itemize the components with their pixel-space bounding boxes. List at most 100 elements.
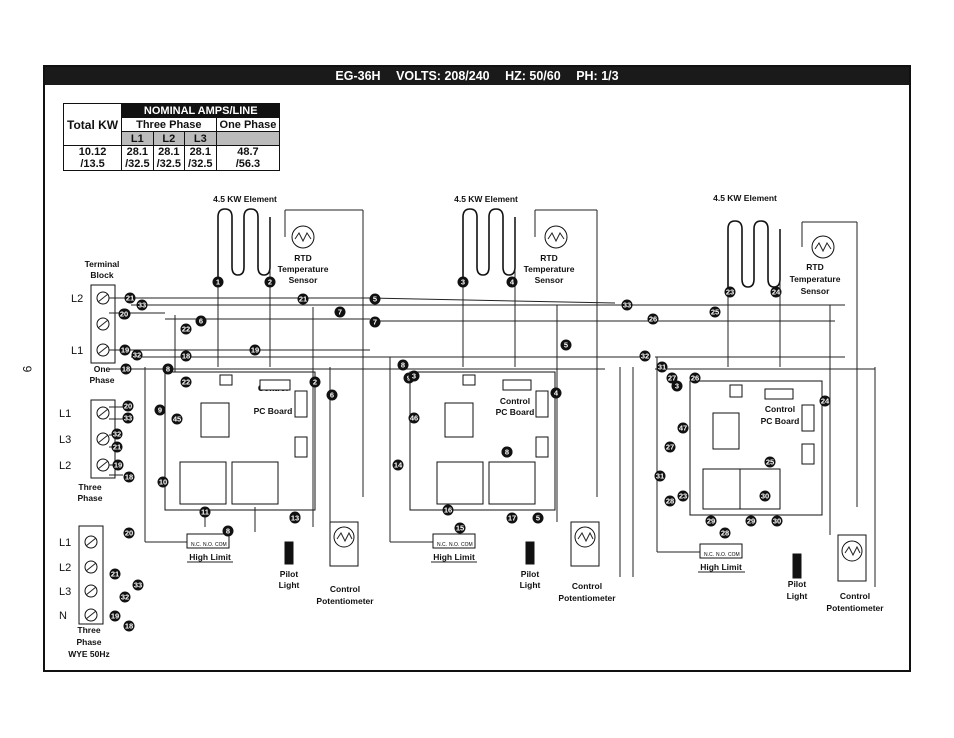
wire-number-text: 20 [120,310,128,319]
svg-text:RTD: RTD [294,253,311,263]
wire-number-text: 3 [675,382,679,391]
svg-text:Pilot: Pilot [788,579,807,589]
wire-number-badge [719,527,731,539]
svg-text:Three: Three [78,482,101,492]
wire-number-text: 21 [113,443,121,452]
wire-number-badge [326,389,338,401]
wire-number-badge [664,495,676,507]
page-number: 6 [20,365,35,373]
wire-number-text: 11 [201,508,209,517]
wire-number-text: 19 [251,346,259,355]
ph-title: PH: 1/3 [576,69,619,83]
svg-text:Terminal: Terminal [85,259,120,269]
terminal-block-three-phase: L1 L3 L2 Three Phase [59,399,116,503]
svg-text:Temperature: Temperature [790,274,841,284]
svg-text:High Limit: High Limit [700,562,742,572]
wire-number-text: 7 [373,318,377,327]
svg-text:N.O.: N.O. [203,542,213,548]
wire-number-text: 3 [461,278,465,287]
svg-text:Potentiometer: Potentiometer [316,596,374,606]
wire-number-badge [119,344,131,356]
svg-text:L3: L3 [59,434,71,446]
wire-number-badge [689,372,701,384]
wire-number-badge [532,512,544,524]
wire-number-text: 26 [649,315,657,324]
wire-number-text: 33 [124,414,132,423]
svg-text:4.5 KW Element: 4.5 KW Element [713,193,777,203]
wire-number-text: 33 [138,301,146,310]
wire-number-text: 18 [122,365,130,374]
model-title: EG-36H [335,69,381,83]
wire-number-badge [180,376,192,388]
wire-number-badge [118,308,130,320]
three-l1-value: 28.1/32.5 [121,145,154,171]
wire-number-text: 5 [564,341,568,350]
svg-text:4.5 KW Element: 4.5 KW Element [213,194,277,204]
wire-number-badge [171,413,183,425]
wire-number-badge [112,459,124,471]
title-bar: EG-36H VOLTS: 208/240 HZ: 50/60 PH: 1/3 [45,67,909,85]
volts-title: VOLTS: 208/240 [396,69,490,83]
wire-number-text: 6 [330,391,334,400]
svg-text:Potentiometer: Potentiometer [826,603,884,613]
wire-number-badge [639,350,651,362]
wire-number-text: 18 [125,622,133,631]
svg-text:L3: L3 [59,586,71,598]
wire-number-badge [297,293,309,305]
svg-text:PC Board: PC Board [761,416,800,426]
wire-number-badge [671,380,683,392]
wire-number-text: 32 [121,593,129,602]
svg-text:Phase: Phase [89,375,114,385]
wire-number-text: 32 [133,351,141,360]
wire-number-text: 24 [821,397,830,406]
unit-2: 4.5 KW Element RTD Temperature Sensor Co… [389,194,634,603]
wire-number-text: 29 [747,517,755,526]
wire-number-badge [457,276,469,288]
svg-text:N.C.: N.C. [704,552,714,558]
svg-text:Temperature: Temperature [524,264,575,274]
wire-number-badge [122,412,134,424]
l3-header: L3 [184,131,217,146]
wire-number-text: 30 [761,492,769,501]
wire-number-badge [392,459,404,471]
svg-text:Control: Control [840,591,870,601]
unit-3: 4.5 KW Element RTD Temperature Sensor Co… [656,193,884,613]
svg-text:L1: L1 [59,537,71,549]
terminal-block-wye: L1 L2 L3 N Three Phase WYE 50Hz [59,525,110,659]
wire-number-badge [123,527,135,539]
three-l2-value: 28.1/32.5 [152,145,186,171]
wire-number-text: 4 [554,389,559,398]
wire-number-badge [771,515,783,527]
svg-text:PC Board: PC Board [254,406,293,416]
nominal-header: NOMINAL AMPS/LINE [121,103,281,118]
wire-number-text: 31 [658,363,666,372]
svg-text:Control: Control [765,404,795,414]
svg-text:RTD: RTD [540,253,557,263]
wire-number-badge [677,490,689,502]
wire-number-badge [195,315,207,327]
wire-number-text: 31 [656,472,664,481]
high-limit-terminals: N.C. N.O. COM N.C. N.O. COM N.C. N.O. CO… [191,542,740,558]
wire-number-badge [132,579,144,591]
wire-number-text: 26 [691,374,699,383]
svg-text:L2: L2 [59,562,71,574]
wire-number-text: 25 [711,308,719,317]
wire-number-badge [222,525,234,537]
svg-text:RTD: RTD [806,262,823,272]
wire-number-text: 20 [124,402,132,411]
wire-number-text: 19 [114,461,122,470]
wire-number-badge [501,446,513,458]
wire-number-badge [408,412,420,424]
wire-number-badge [560,339,572,351]
wire-number-text: 25 [766,458,774,467]
wire-number-badge [123,620,135,632]
wire-number-text: 19 [111,612,119,621]
svg-text:Potentiometer: Potentiometer [558,593,616,603]
svg-text:COM: COM [728,552,740,558]
wire-number-badge [154,404,166,416]
svg-text:Pilot: Pilot [521,569,540,579]
wire-number-text: 32 [113,430,121,439]
svg-text:L1: L1 [59,408,71,420]
nominal-amps-table: Total KW NOMINAL AMPS/LINE Three Phase O… [62,103,281,171]
wire-number-badge [180,323,192,335]
